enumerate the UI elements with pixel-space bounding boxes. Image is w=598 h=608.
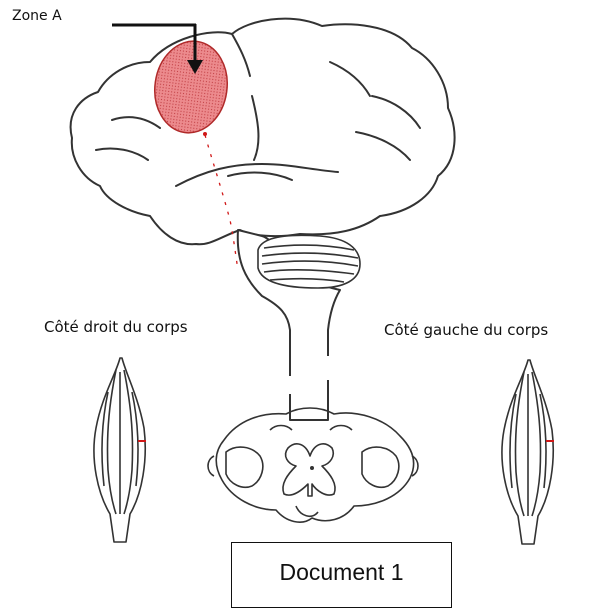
document-caption-box: Document 1	[231, 542, 452, 608]
spinal-gap	[325, 356, 331, 380]
nerve-start-marker	[203, 132, 207, 136]
left-side-label: Côté gauche du corps	[384, 321, 548, 339]
brain-drawing	[71, 19, 455, 245]
nerve-pathway	[205, 135, 238, 270]
spinal-gap	[288, 376, 294, 394]
zone-a-label: Zone A	[12, 8, 62, 24]
cerebellum-drawing	[258, 235, 360, 288]
muscle-left-side	[502, 360, 553, 544]
right-side-label: Côté droit du corps	[44, 318, 188, 336]
muscle-right-side	[94, 358, 145, 542]
spinal-cord-cross-section	[208, 408, 418, 522]
document-caption: Document 1	[279, 559, 403, 586]
central-canal	[310, 466, 314, 470]
